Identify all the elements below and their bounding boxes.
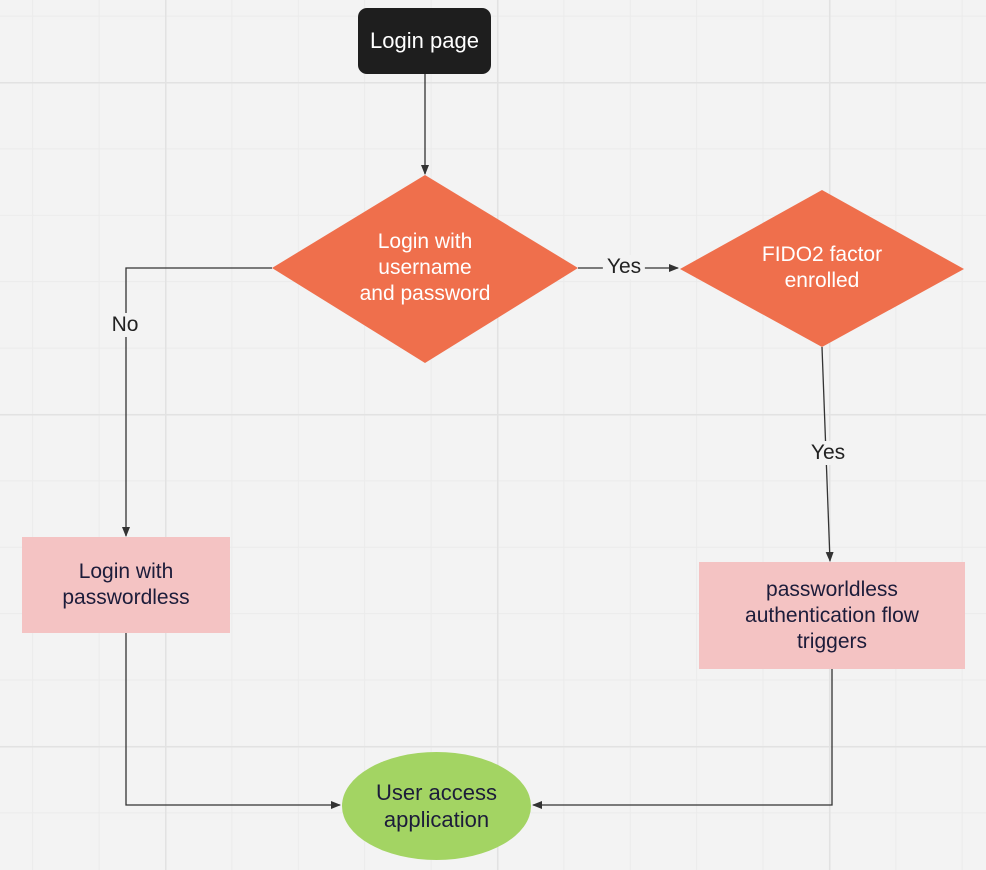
node-login-passwordless-line-2: passwordless (62, 586, 190, 609)
node-fido2-enrolled: FIDO2 factor enrolled (712, 228, 932, 308)
connector-passwordless-to-access (125, 633, 341, 809)
node-login-credentials-line-1: Login with (377, 229, 473, 253)
edge-label-yes-fido2: Yes (806, 441, 850, 465)
node-user-access-line-2: application (383, 807, 490, 832)
node-passwordless-flow: passworldless authentication flow trigge… (699, 562, 965, 669)
connector-credentials-to-passwordless (122, 267, 272, 537)
node-passwordless-flow-line-3: triggers (796, 629, 867, 653)
node-fido2-line-1: FIDO2 factor (761, 243, 883, 266)
edge-label-no: No (107, 313, 143, 337)
edge-label-yes-credentials: Yes (602, 255, 646, 279)
decision-shape-fido2 (680, 190, 964, 347)
connector-flow-to-access (532, 669, 833, 809)
node-login-credentials-line-3: and password (359, 281, 491, 305)
node-login-passwordless: Login with passwordless (22, 537, 230, 633)
node-login-credentials-line-2: username (378, 255, 472, 279)
node-login-page: Login page (358, 8, 491, 74)
node-passwordless-flow-line-2: authentication flow (745, 603, 919, 627)
node-user-access-line-1: User access (375, 780, 498, 805)
node-fido2-line-2: enrolled (784, 269, 860, 292)
node-user-access: User access application (342, 752, 531, 860)
decision-shape-credentials (272, 175, 578, 363)
node-login-page-label: Login page (370, 28, 479, 53)
node-login-passwordless-line-1: Login with (78, 560, 174, 583)
node-passwordless-flow-line-1: passworldless (766, 577, 898, 601)
node-login-credentials: Login with username and password (300, 215, 550, 320)
